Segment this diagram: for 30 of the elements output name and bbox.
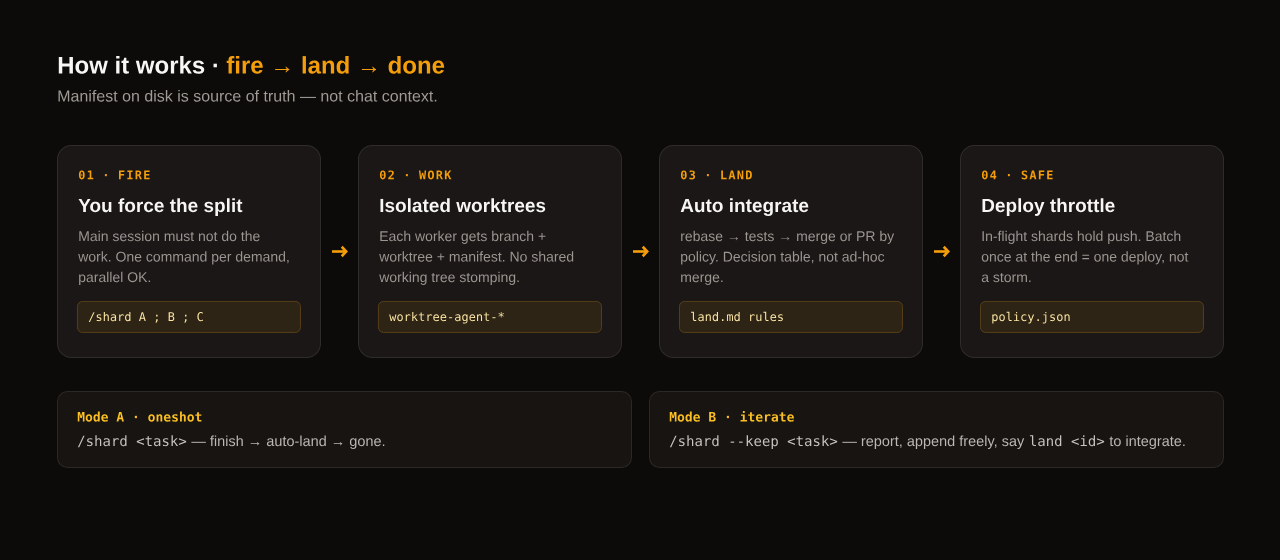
code-chip: policy.json bbox=[980, 301, 1204, 333]
arrow bbox=[633, 245, 649, 258]
code-chip: land.md rules bbox=[679, 301, 903, 333]
code-chip: /shard A ; B ; C bbox=[77, 301, 301, 333]
card-heading: Deploy throttle bbox=[982, 198, 1115, 216]
code-text: land <id> bbox=[1029, 435, 1105, 447]
card-text: Main session must not do the work. One command per demand, parallel OK. bbox=[78, 230, 289, 285]
code-text: /shard <task> bbox=[77, 435, 187, 448]
card-text: Each worker gets branch + worktree + manifest. No shared working tree stomping. bbox=[379, 230, 574, 285]
mode-label: Mode A · oneshot bbox=[77, 411, 202, 422]
arrow bbox=[934, 245, 950, 258]
step-label: 02 · WORK bbox=[379, 170, 452, 180]
title-highlight: fire → land → done bbox=[226, 56, 445, 74]
step-label: 03 · LAND bbox=[680, 170, 752, 180]
subtitle: Manifest on disk is source of truth — not chat context. bbox=[58, 89, 437, 102]
card-heading: Isolated worktrees bbox=[380, 198, 546, 213]
code-text: /shard --keep <task> bbox=[669, 435, 838, 449]
step-label: 04 · SAFE bbox=[981, 170, 1053, 180]
card-text: rebase → tests → merge or PR by policy. Decision table, not ad-hoc merge. bbox=[681, 230, 895, 285]
card-heading: You force the split bbox=[78, 198, 243, 216]
code-chip: worktree-agent-* bbox=[378, 301, 602, 333]
body-text: — report, append freely, say bbox=[842, 435, 1025, 449]
card-heading: Auto integrate bbox=[680, 198, 809, 217]
body-text: — finish → auto-land → gone. bbox=[191, 435, 385, 449]
body-text: to integrate. bbox=[1109, 435, 1185, 449]
mode-label: Mode B · iterate bbox=[669, 410, 794, 422]
step-label: 01 · FIRE bbox=[78, 170, 150, 180]
card-text: In-flight shards hold push. Batch once at the end = one deploy, not a storm. bbox=[981, 230, 1189, 283]
arrow bbox=[332, 245, 348, 258]
title: How it works · bbox=[58, 56, 217, 74]
